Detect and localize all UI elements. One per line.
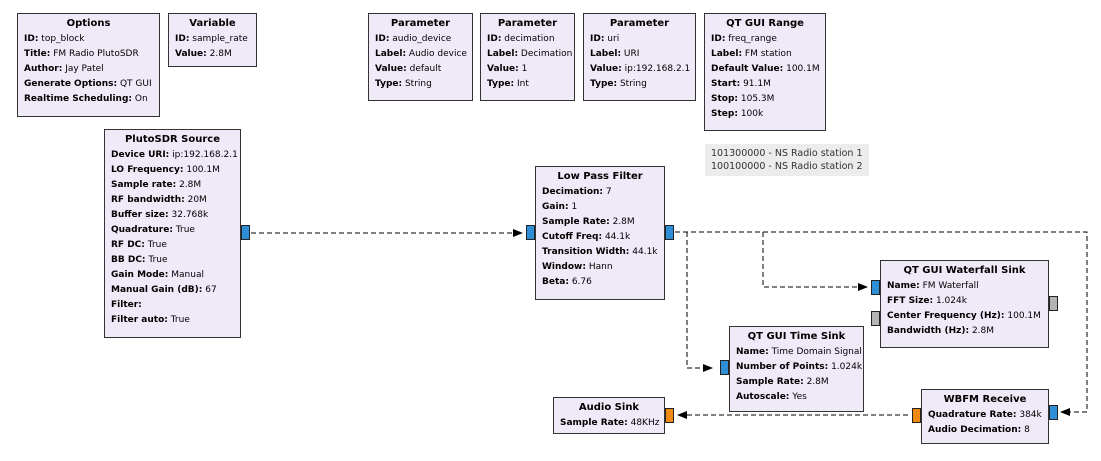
options-block[interactable]: Options ID: top_block Title: FM Radio Pl… (17, 13, 160, 117)
block-param-row: Stop: 105.3M (711, 94, 775, 104)
block-param-row: Sample rate: 2.8M (111, 180, 202, 190)
wbfm-output-port[interactable] (912, 408, 921, 423)
audio-sink-block[interactable]: Audio Sink Sample Rate: 48KHz (553, 397, 665, 434)
block-title: QT GUI Waterfall Sink (903, 265, 1026, 276)
block-param-row: Type: Int (487, 79, 529, 89)
low-pass-filter-block[interactable]: Low Pass Filter Decimation: 7 Gain: 1 Sa… (535, 166, 665, 300)
block-param-row: Label: Audio device (375, 49, 467, 59)
qt-gui-waterfall-sink-block[interactable]: QT GUI Waterfall Sink Name: FM Waterfall… (880, 260, 1049, 348)
block-title: Parameter (497, 18, 558, 29)
block-param-row: Manual Gain (dB): 67 (111, 285, 217, 295)
pluto-output-port[interactable] (241, 225, 250, 240)
block-param-row: Type: String (375, 79, 432, 89)
block-param-row: Decimation: 7 (542, 187, 612, 197)
block-param-row: ID: decimation (487, 34, 555, 44)
note-line: 101300000 - NS Radio station 1 (711, 148, 863, 159)
block-param-row: Device URI: ip:192.168.2.1 (111, 150, 238, 160)
block-param-row: Generate Options: QT GUI (24, 79, 152, 89)
block-param-row: Bandwidth (Hz): 2.8M (887, 326, 995, 336)
block-title: WBFM Receive (943, 394, 1027, 405)
block-param-row: ID: freq_range (711, 34, 777, 44)
block-param-row: ID: sample_rate (175, 34, 248, 44)
block-param-row: RF bandwidth: 20M (111, 195, 207, 205)
block-param-row: ID: uri (590, 34, 620, 44)
block-param-row: Buffer size: 32.768k (111, 210, 209, 220)
block-param-row: Type: String (590, 79, 647, 89)
variable-block[interactable]: Variable ID: sample_rate Value: 2.8M (168, 13, 257, 67)
block-param-row: Value: 2.8M (175, 49, 232, 59)
block-param-row: Cutoff Freq: 44.1k (542, 232, 631, 242)
block-param-row: Step: 100k (711, 109, 764, 119)
comment-note: 101300000 - NS Radio station 1 100100000… (705, 144, 869, 176)
block-param-row: Sample Rate: 2.8M (542, 217, 635, 227)
block-title: Audio Sink (578, 402, 640, 413)
block-param-row: Quadrature: True (111, 225, 195, 235)
waterfall-message-output-port[interactable] (1049, 296, 1058, 311)
block-param-row: Value: 1 (487, 64, 528, 74)
block-param-row: Center Frequency (Hz): 100.1M (887, 311, 1041, 321)
block-param-row: Filter: (111, 300, 142, 310)
wbfm-input-port[interactable] (1049, 405, 1058, 420)
block-title: Parameter (390, 18, 451, 29)
wire-lpf-to-wbfm[interactable] (675, 231, 1088, 416)
block-param-row: Value: ip:192.168.2.1 (590, 64, 691, 74)
block-param-row: FFT Size: 1.024k (887, 296, 967, 306)
block-title: Options (66, 18, 111, 29)
block-param-row: Start: 91.1M (711, 79, 771, 89)
block-title: QT GUI Time Sink (747, 331, 846, 342)
block-param-row: Sample Rate: 2.8M (736, 377, 829, 387)
block-param-row: Gain: 1 (542, 202, 578, 212)
wire-lpf-to-waterfall[interactable] (762, 232, 868, 291)
waterfall-message-input-port[interactable] (871, 311, 880, 326)
block-param-row: BB DC: True (111, 255, 168, 265)
block-title: Variable (189, 18, 236, 29)
qt-gui-time-sink-block[interactable]: QT GUI Time Sink Name: Time Domain Signa… (729, 326, 864, 412)
block-param-row: Sample Rate: 48KHz (560, 418, 660, 428)
audiosink-input-port[interactable] (665, 408, 674, 423)
block-param-row: Quadrature Rate: 384k (928, 410, 1042, 420)
block-param-row: Transition Width: 44.1k (542, 247, 658, 257)
block-param-row: Audio Decimation: 8 (928, 425, 1030, 435)
block-param-row: Filter auto: True (111, 315, 190, 325)
block-param-row: Autoscale: Yes (736, 392, 807, 402)
block-title: Low Pass Filter (557, 171, 643, 182)
plutosdr-source-block[interactable]: PlutoSDR Source Device URI: ip:192.168.2… (104, 129, 241, 338)
parameter-decimation-block[interactable]: Parameter ID: decimation Label: Decimati… (480, 13, 575, 101)
wbfm-receive-block[interactable]: WBFM Receive Quadrature Rate: 384k Audio… (921, 389, 1049, 444)
lpf-input-port[interactable] (526, 225, 535, 240)
block-title: QT GUI Range (726, 18, 804, 29)
block-param-row: LO Frequency: 100.1M (111, 165, 220, 175)
block-param-row: Realtime Scheduling: On (24, 94, 148, 104)
parameter-audio-device-block[interactable]: Parameter ID: audio_device Label: Audio … (368, 13, 473, 101)
block-param-row: Window: Hann (542, 262, 613, 272)
block-param-row: Default Value: 100.1M (711, 64, 820, 74)
block-param-row: Label: FM station (711, 49, 792, 59)
block-param-row: ID: audio_device (375, 34, 452, 44)
block-param-row: Label: Decimation (487, 49, 573, 59)
block-param-row: ID: top_block (24, 34, 85, 44)
block-param-row: RF DC: True (111, 240, 167, 250)
block-param-row: Beta: 6.76 (542, 277, 592, 287)
parameter-uri-block[interactable]: Parameter ID: uri Label: URI Value: ip:1… (583, 13, 696, 101)
qt-gui-range-block[interactable]: QT GUI Range ID: freq_range Label: FM st… (704, 13, 826, 131)
lpf-output-port[interactable] (665, 225, 674, 240)
block-param-row: Name: Time Domain Signal (736, 347, 862, 357)
block-param-row: Value: default (375, 64, 442, 74)
block-param-row: Author: Jay Patel (24, 64, 104, 74)
block-title: Parameter (609, 18, 670, 29)
waterfall-input-port[interactable] (871, 280, 880, 295)
block-param-row: Number of Points: 1.024k (736, 362, 863, 372)
wire-lpf-to-timesink[interactable] (686, 232, 713, 372)
timesink-input-port[interactable] (720, 360, 729, 375)
block-param-row: Title: FM Radio PlutoSDR (24, 49, 139, 59)
block-param-row: Name: FM Waterfall (887, 281, 979, 291)
block-param-row: Gain Mode: Manual (111, 270, 204, 280)
note-line: 100100000 - NS Radio station 2 (711, 161, 863, 172)
block-title: PlutoSDR Source (124, 134, 221, 145)
block-param-row: Label: URI (590, 49, 640, 59)
